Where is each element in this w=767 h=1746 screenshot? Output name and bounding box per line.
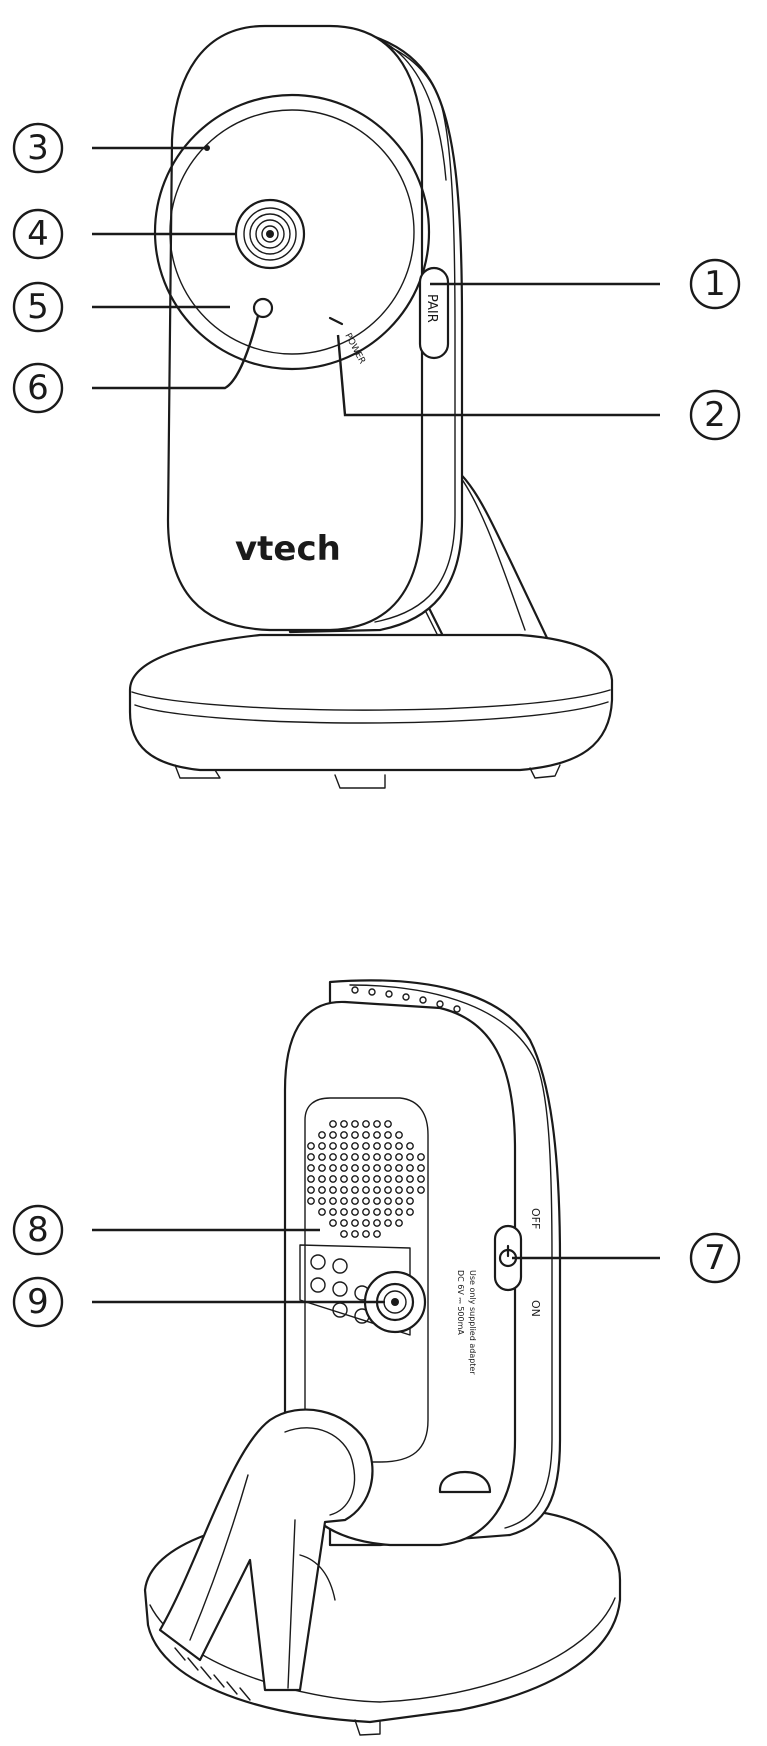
lens-outer-ring <box>153 93 431 371</box>
switch-off-label: OFF <box>529 1208 542 1229</box>
cable-hole <box>438 1470 492 1494</box>
svg-text:7: 7 <box>704 1238 726 1278</box>
callout-7: 7 <box>512 1232 741 1284</box>
svg-text:8: 8 <box>27 1210 49 1250</box>
pair-label: PAIR <box>424 294 439 323</box>
back-base-vents <box>174 1647 251 1701</box>
callout-5: 5 <box>12 281 230 333</box>
sensor-dot-icon <box>252 297 274 319</box>
svg-text:6: 6 <box>27 368 49 408</box>
callout-2: 2 <box>336 334 741 441</box>
power-jack-icon <box>363 1270 427 1334</box>
camera-front-view: POWER PAIR vtech <box>128 24 614 789</box>
power-switch[interactable] <box>493 1224 523 1292</box>
back-stand-arm <box>158 1408 374 1692</box>
callout-4: 4 <box>12 208 236 260</box>
speaker-grill-icon <box>307 1120 425 1238</box>
adapter-label-2: Use only supplied adapter <box>468 1270 477 1375</box>
svg-text:2: 2 <box>704 395 726 435</box>
svg-text:9: 9 <box>27 1282 49 1322</box>
power-led-icon <box>328 316 344 326</box>
svg-text:1: 1 <box>704 264 726 304</box>
callout-8: 8 <box>12 1204 320 1256</box>
switch-on-label: ON <box>529 1300 542 1317</box>
adapter-label-1: DC 6V ⎓ 500mA <box>456 1270 465 1335</box>
front-base <box>128 633 614 772</box>
pair-button[interactable] <box>418 266 450 360</box>
callout-1: 1 <box>430 258 741 310</box>
callout-3: 3 <box>12 122 207 174</box>
svg-text:4: 4 <box>27 214 49 254</box>
callout-9: 9 <box>12 1276 385 1328</box>
callout-6: 6 <box>12 315 260 414</box>
svg-text:5: 5 <box>27 287 49 327</box>
lens-inner-ring <box>169 109 415 355</box>
svg-text:3: 3 <box>27 128 49 168</box>
camera-back-view: DC 6V ⎓ 500mA Use only supplied adapter … <box>143 979 622 1736</box>
brand-logo: vtech <box>235 529 341 569</box>
front-body-face <box>166 24 424 632</box>
